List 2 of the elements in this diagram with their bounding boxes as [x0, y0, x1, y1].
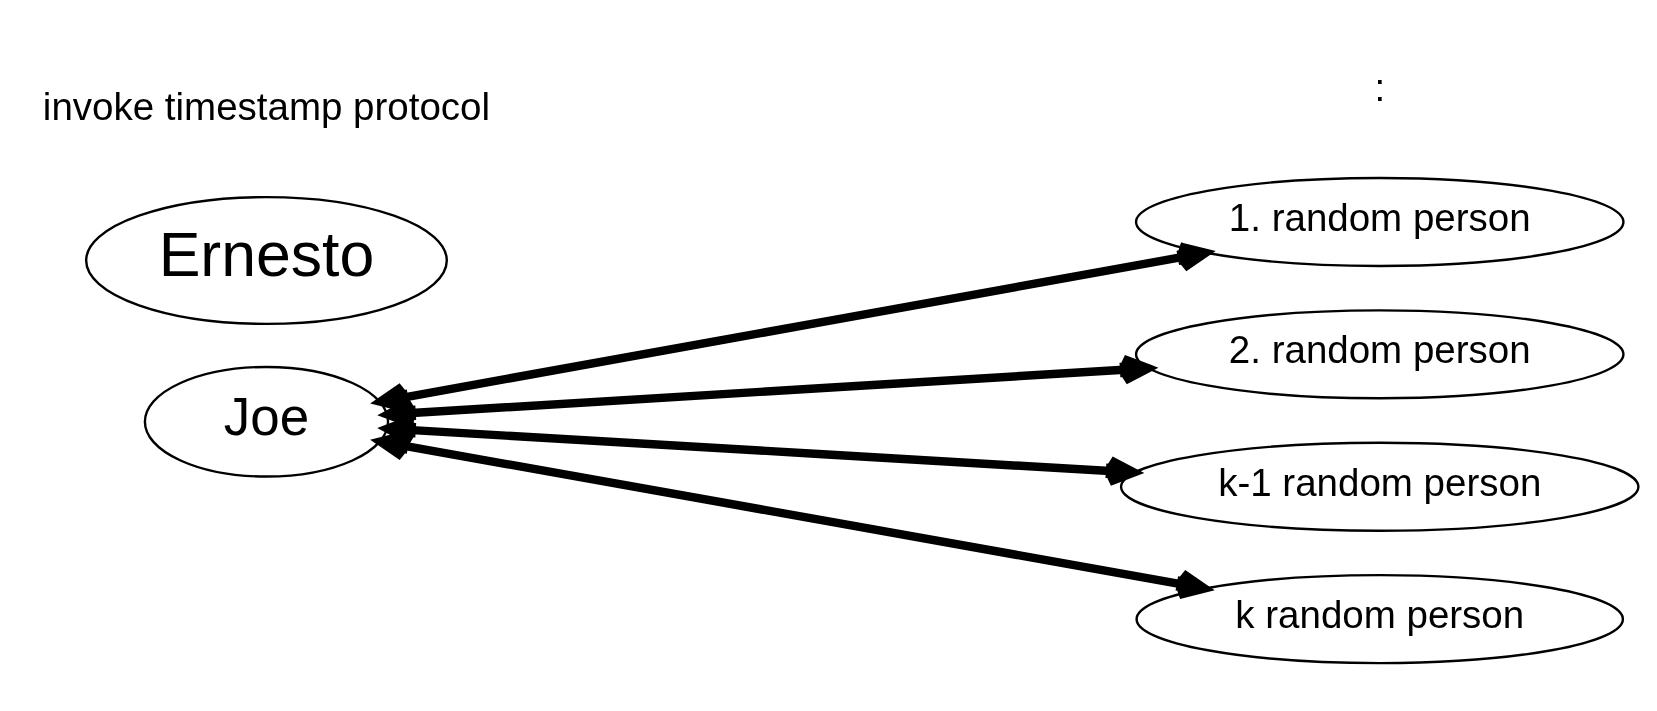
label: : — [1374, 65, 1386, 109]
label: invoke timestamp protocol — [42, 84, 491, 128]
